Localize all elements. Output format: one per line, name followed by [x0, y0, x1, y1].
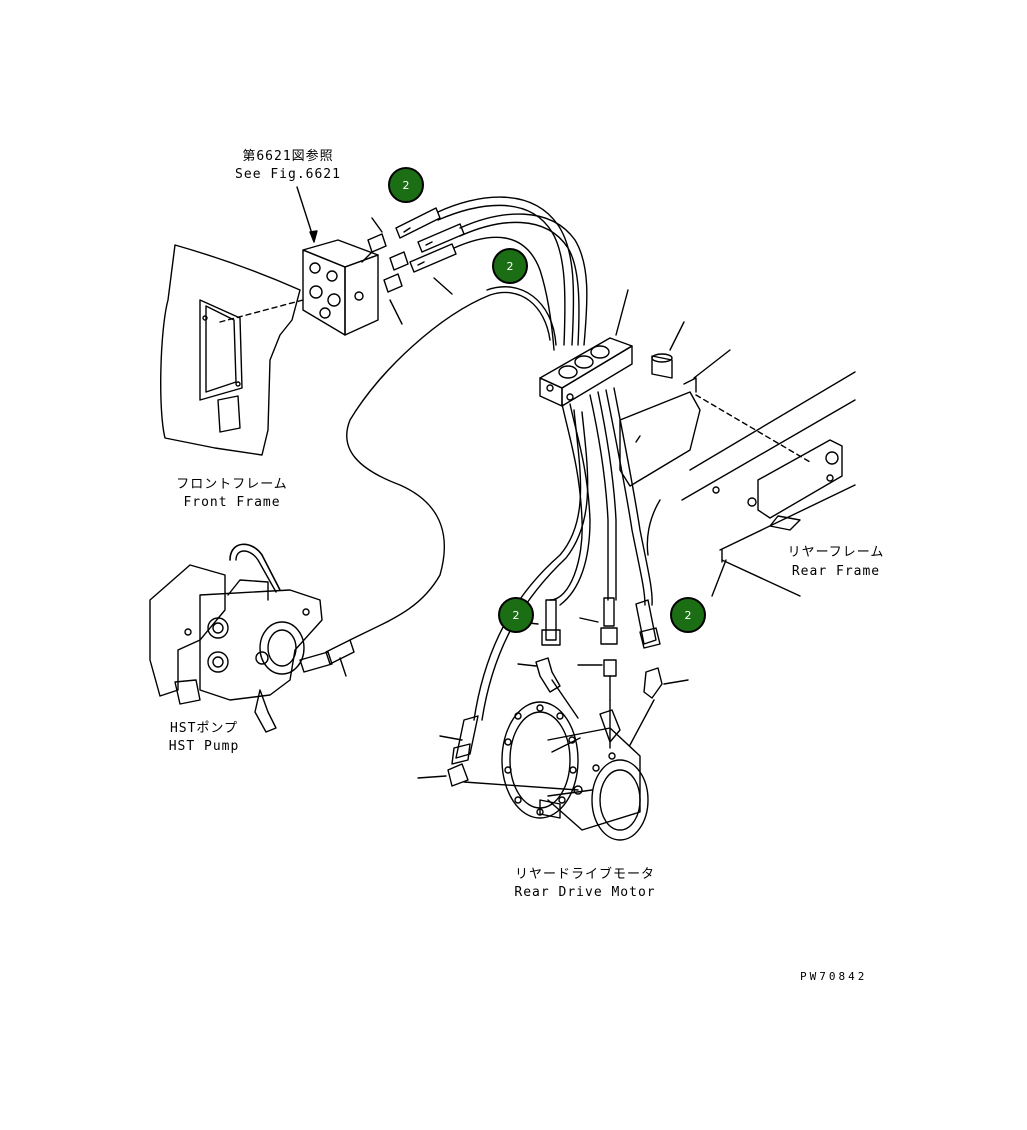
- drawing-code: PW70842: [800, 970, 868, 983]
- front-frame-part: [160, 244, 301, 456]
- callout-badge: 2: [388, 167, 424, 203]
- rear-frame-label-jp: リヤーフレーム: [787, 545, 885, 560]
- front-frame-label-jp: フロントフレーム: [176, 477, 288, 492]
- see-fig-reference-en: See Fig.6621: [235, 167, 341, 182]
- hst-pump-label-en: HST Pump: [168, 739, 240, 754]
- rear-drive-motor-label-jp: リヤードライブモータ: [514, 867, 656, 882]
- callout-badge: 2: [492, 248, 528, 284]
- see-fig-reference-jp: 第6621図参照: [242, 149, 334, 164]
- valve-fittings: [361, 217, 453, 325]
- elbow-fittings: [417, 657, 689, 791]
- rear-drive-motor-part: [501, 701, 649, 841]
- rear-drive-motor-label-en: Rear Drive Motor: [514, 885, 656, 900]
- callout-badge: 2: [670, 597, 706, 633]
- top-hose-ends: [395, 207, 465, 273]
- valve-block: [219, 239, 379, 336]
- hose-to-hst-pump: [346, 291, 551, 641]
- hst-pump-label-jp: HSTポンプ: [169, 721, 239, 736]
- callout-badge: 2: [498, 597, 534, 633]
- rear-frame-label-en: Rear Frame: [791, 564, 881, 579]
- hst-pump-part: [149, 543, 355, 733]
- front-frame-label-en: Front Frame: [183, 495, 281, 510]
- hoses-lower: [473, 387, 653, 721]
- rear-frame-part: [619, 321, 856, 597]
- hoses-upper: [437, 196, 588, 351]
